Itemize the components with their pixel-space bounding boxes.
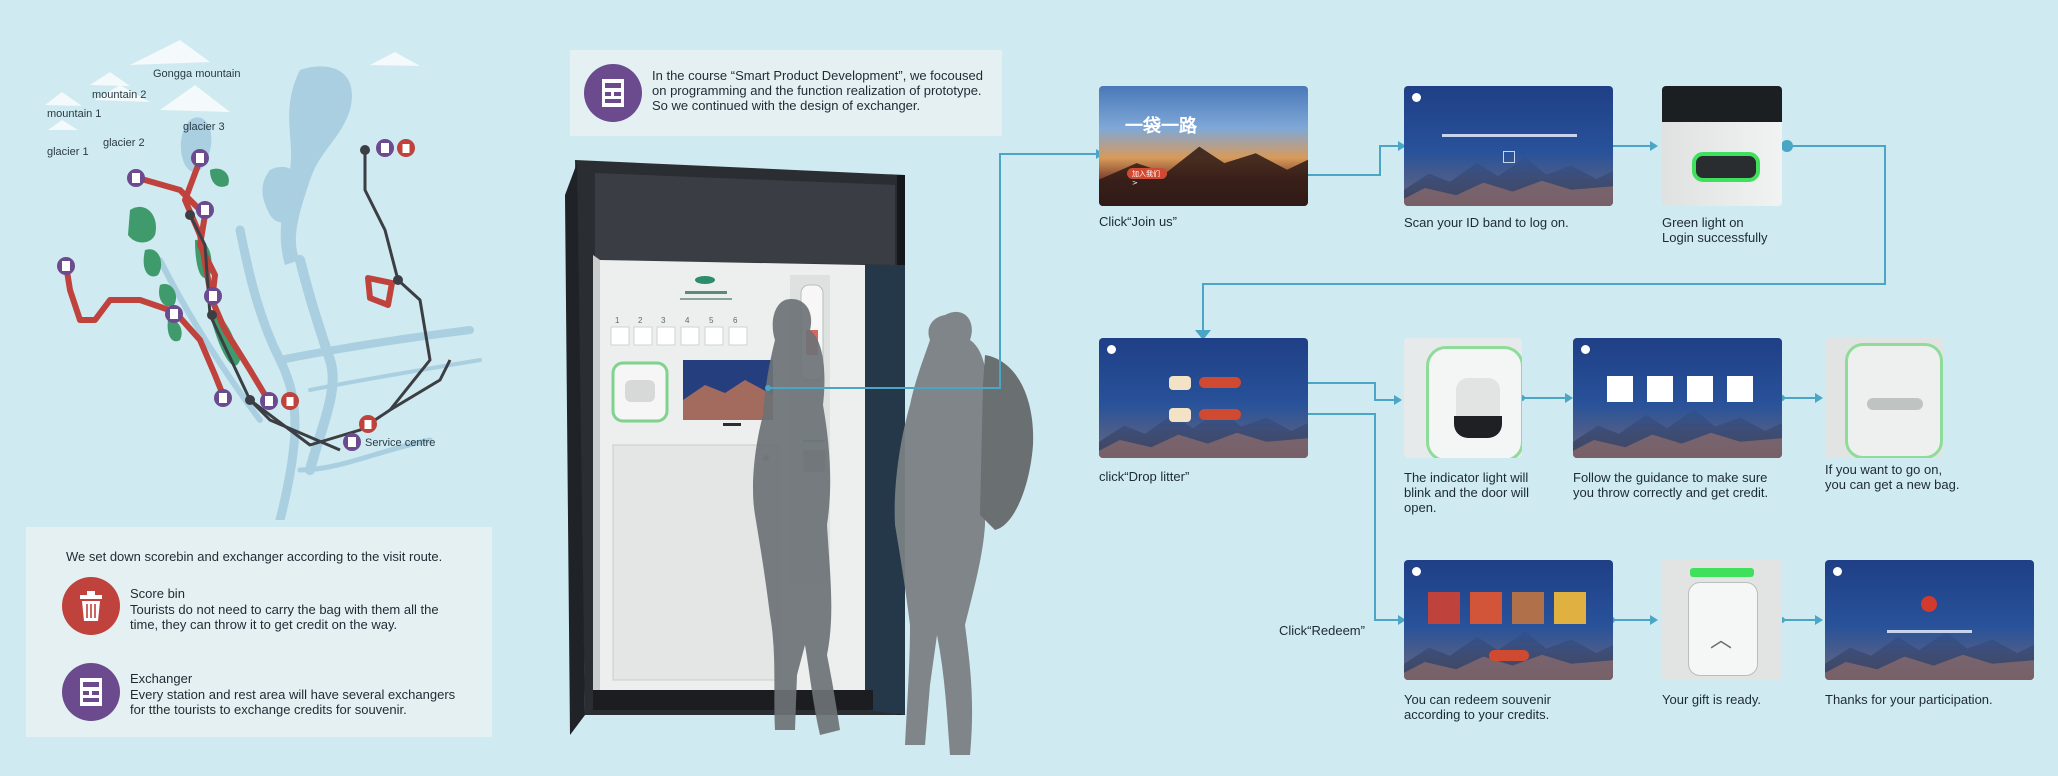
course-text: In the course “Smart Product Development…: [652, 68, 983, 113]
slot-number-2: 2: [638, 316, 643, 325]
caption-follow-2: you throw correctly and get credit.: [1573, 485, 1769, 500]
slot-number-6: 6: [733, 316, 738, 325]
map-label-mountain1: mountain 1: [47, 108, 101, 120]
back-icon[interactable]: [1412, 93, 1421, 102]
screen-join-us: 一袋一路 加入我们 >: [1099, 86, 1308, 206]
guide-card-2: [1647, 376, 1673, 402]
photo-green-light: [1662, 86, 1782, 206]
redeem-confirm-button[interactable]: [1489, 650, 1529, 661]
guide-card-4: [1727, 376, 1753, 402]
map-label-glacier3: glacier 3: [183, 121, 225, 133]
caption-indicator-1: The indicator light will: [1404, 470, 1529, 485]
map-label-glacier1: glacier 1: [47, 146, 89, 158]
caption-redeem-1: You can redeem souvenir: [1404, 692, 1551, 707]
slot-number-3: 3: [661, 316, 666, 325]
map-label-gongga: Gongga mountain: [153, 68, 240, 80]
screen-thanks: [1825, 560, 2034, 680]
drop-litter-illustration: [1169, 376, 1191, 390]
map-label-service: Service centre: [365, 437, 435, 449]
score-bin-desc: Tourists do not need to carry the bag wi…: [130, 602, 439, 632]
caption-indicator-2: blink and the door will: [1404, 485, 1530, 500]
exchanger-icon: [584, 64, 642, 122]
slot-number-1: 1: [615, 316, 620, 325]
exchanger-icon: [62, 663, 120, 721]
back-icon[interactable]: [1833, 567, 1842, 576]
guide-card-1: [1607, 376, 1633, 402]
map-label-glacier2: glacier 2: [103, 137, 145, 149]
slot-number-4: 4: [685, 316, 690, 325]
caption-scan: Scan your ID band to log on.: [1404, 215, 1569, 230]
redeem-button[interactable]: [1199, 409, 1241, 420]
course-note: In the course “Smart Product Development…: [570, 50, 1002, 136]
souvenir-card-3[interactable]: [1512, 592, 1544, 624]
legend-panel: We set down scorebin and exchanger accor…: [26, 527, 492, 737]
caption-follow-1: Follow the guidance to make sure: [1573, 470, 1768, 485]
caption-redeem-click: Click“Redeem”: [1279, 623, 1365, 638]
mountain-peaks: [45, 40, 420, 130]
route-junctions: [185, 145, 403, 405]
route-map-svg: Gongga mountain mountain 2 mountain 1 gl…: [45, 40, 482, 520]
caption-drop: click“Drop litter”: [1099, 469, 1190, 484]
drop-litter-button[interactable]: [1199, 377, 1241, 388]
river-lines: [157, 225, 482, 520]
machine-svg: 1 2 3 4 5 6: [565, 160, 1034, 755]
green-indicator-bar: [1690, 568, 1754, 577]
score-bin-markers: [281, 139, 415, 433]
join-us-button[interactable]: 加入我们 >: [1127, 168, 1167, 187]
caption-green-1: Green light on: [1662, 215, 1744, 230]
back-icon[interactable]: [1412, 567, 1421, 576]
souvenir-card-1[interactable]: [1428, 592, 1460, 624]
green-indicator-light: [1692, 152, 1760, 182]
join-screen-title: 一袋一路: [1125, 116, 1197, 137]
caption-gift: Your gift is ready.: [1662, 692, 1761, 707]
scan-prompt-line: [1442, 134, 1577, 137]
photo-gift-ready: ︿: [1662, 560, 1782, 680]
success-check-icon: [1921, 596, 1937, 612]
score-bin-title: Score bin: [130, 586, 185, 601]
exchanger-markers: [57, 139, 394, 451]
souvenir-card-4[interactable]: [1554, 592, 1586, 624]
join-us-button-label: 加入我们 >: [1132, 170, 1160, 187]
exchanger-title: Exchanger: [130, 671, 193, 686]
caption-goon-2: you can get a new bag.: [1825, 477, 1960, 492]
screen-sort-guidance: [1573, 338, 1782, 458]
slot-number-5: 5: [709, 316, 714, 325]
chevron-up-icon: ︿: [1710, 628, 1733, 653]
dark-route: [188, 150, 452, 452]
legend-intro: We set down scorebin and exchanger accor…: [66, 549, 443, 564]
back-icon[interactable]: [1107, 345, 1116, 354]
caption-thanks: Thanks for your participation.: [1825, 692, 1993, 707]
route-map: Gongga mountain mountain 2 mountain 1 gl…: [0, 0, 500, 520]
screen-scan-id: [1404, 86, 1613, 206]
guide-card-3: [1687, 376, 1713, 402]
photo-new-bag: [1825, 338, 1943, 458]
redeem-illustration: [1169, 408, 1191, 422]
caption-goon-1: If you want to go on,: [1825, 462, 1943, 477]
caption-redeem-2: according to your credits.: [1404, 707, 1550, 722]
trash-bin-icon: [62, 577, 120, 635]
scan-icon: [1503, 151, 1515, 163]
red-route: [63, 157, 395, 403]
screen-drop-litter: [1099, 338, 1308, 458]
map-label-mountain2: mountain 2: [92, 89, 146, 101]
photo-door-open: [1404, 338, 1522, 458]
exchanger-desc: Every station and rest area will have se…: [130, 687, 456, 717]
screen-redeem: [1404, 560, 1613, 680]
caption-join: Click“Join us”: [1099, 214, 1178, 229]
caption-green-2: Login successfully: [1662, 230, 1768, 245]
thanks-message-line: [1887, 630, 1972, 633]
exchanger-machine-render: 1 2 3 4 5 6: [565, 155, 1065, 765]
back-icon[interactable]: [1581, 345, 1590, 354]
caption-indicator-3: open.: [1404, 500, 1437, 515]
souvenir-card-2[interactable]: [1470, 592, 1502, 624]
